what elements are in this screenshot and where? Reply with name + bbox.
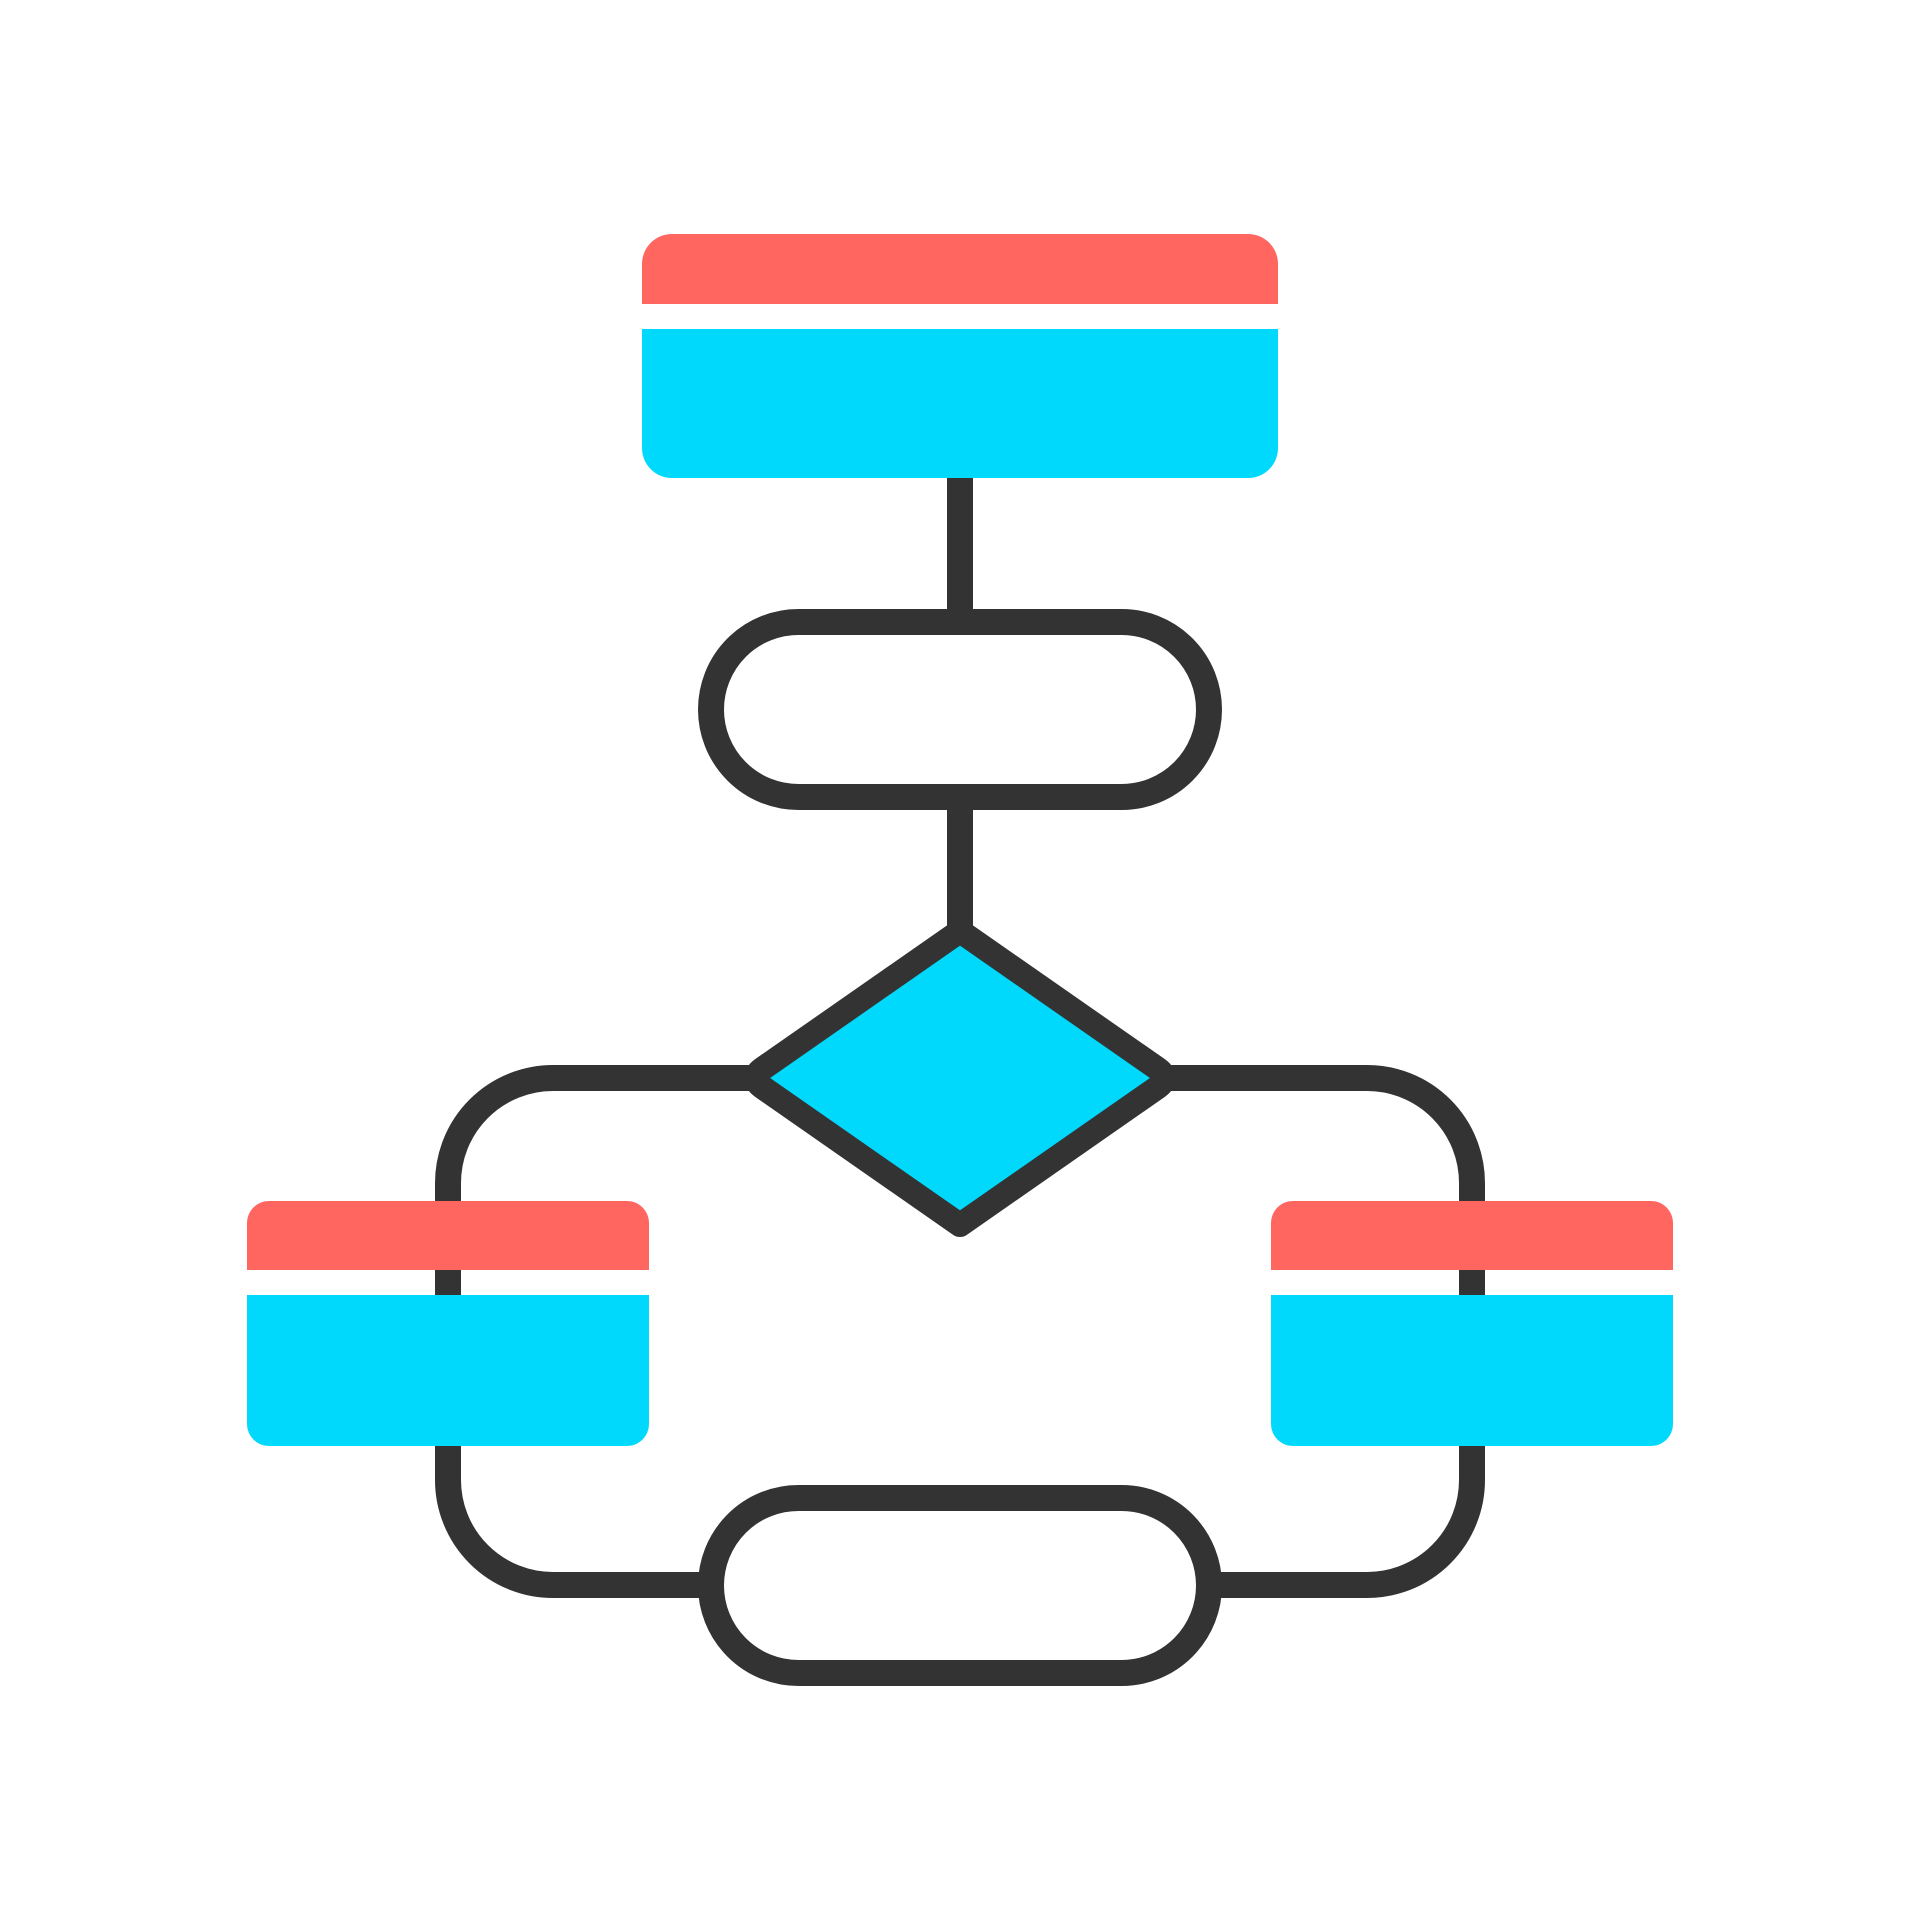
right-card-header xyxy=(1271,1201,1673,1270)
decision-diamond xyxy=(744,919,1176,1237)
process-pill-top xyxy=(698,609,1222,810)
right-card xyxy=(1271,1201,1673,1446)
right-card-body xyxy=(1271,1295,1673,1446)
process-pill-bottom xyxy=(698,1485,1222,1686)
left-card xyxy=(247,1201,649,1446)
top-card xyxy=(642,234,1278,478)
top-card-header xyxy=(642,234,1278,304)
left-card-body xyxy=(247,1295,649,1446)
left-card-header xyxy=(247,1201,649,1270)
top-card-body xyxy=(642,329,1278,478)
